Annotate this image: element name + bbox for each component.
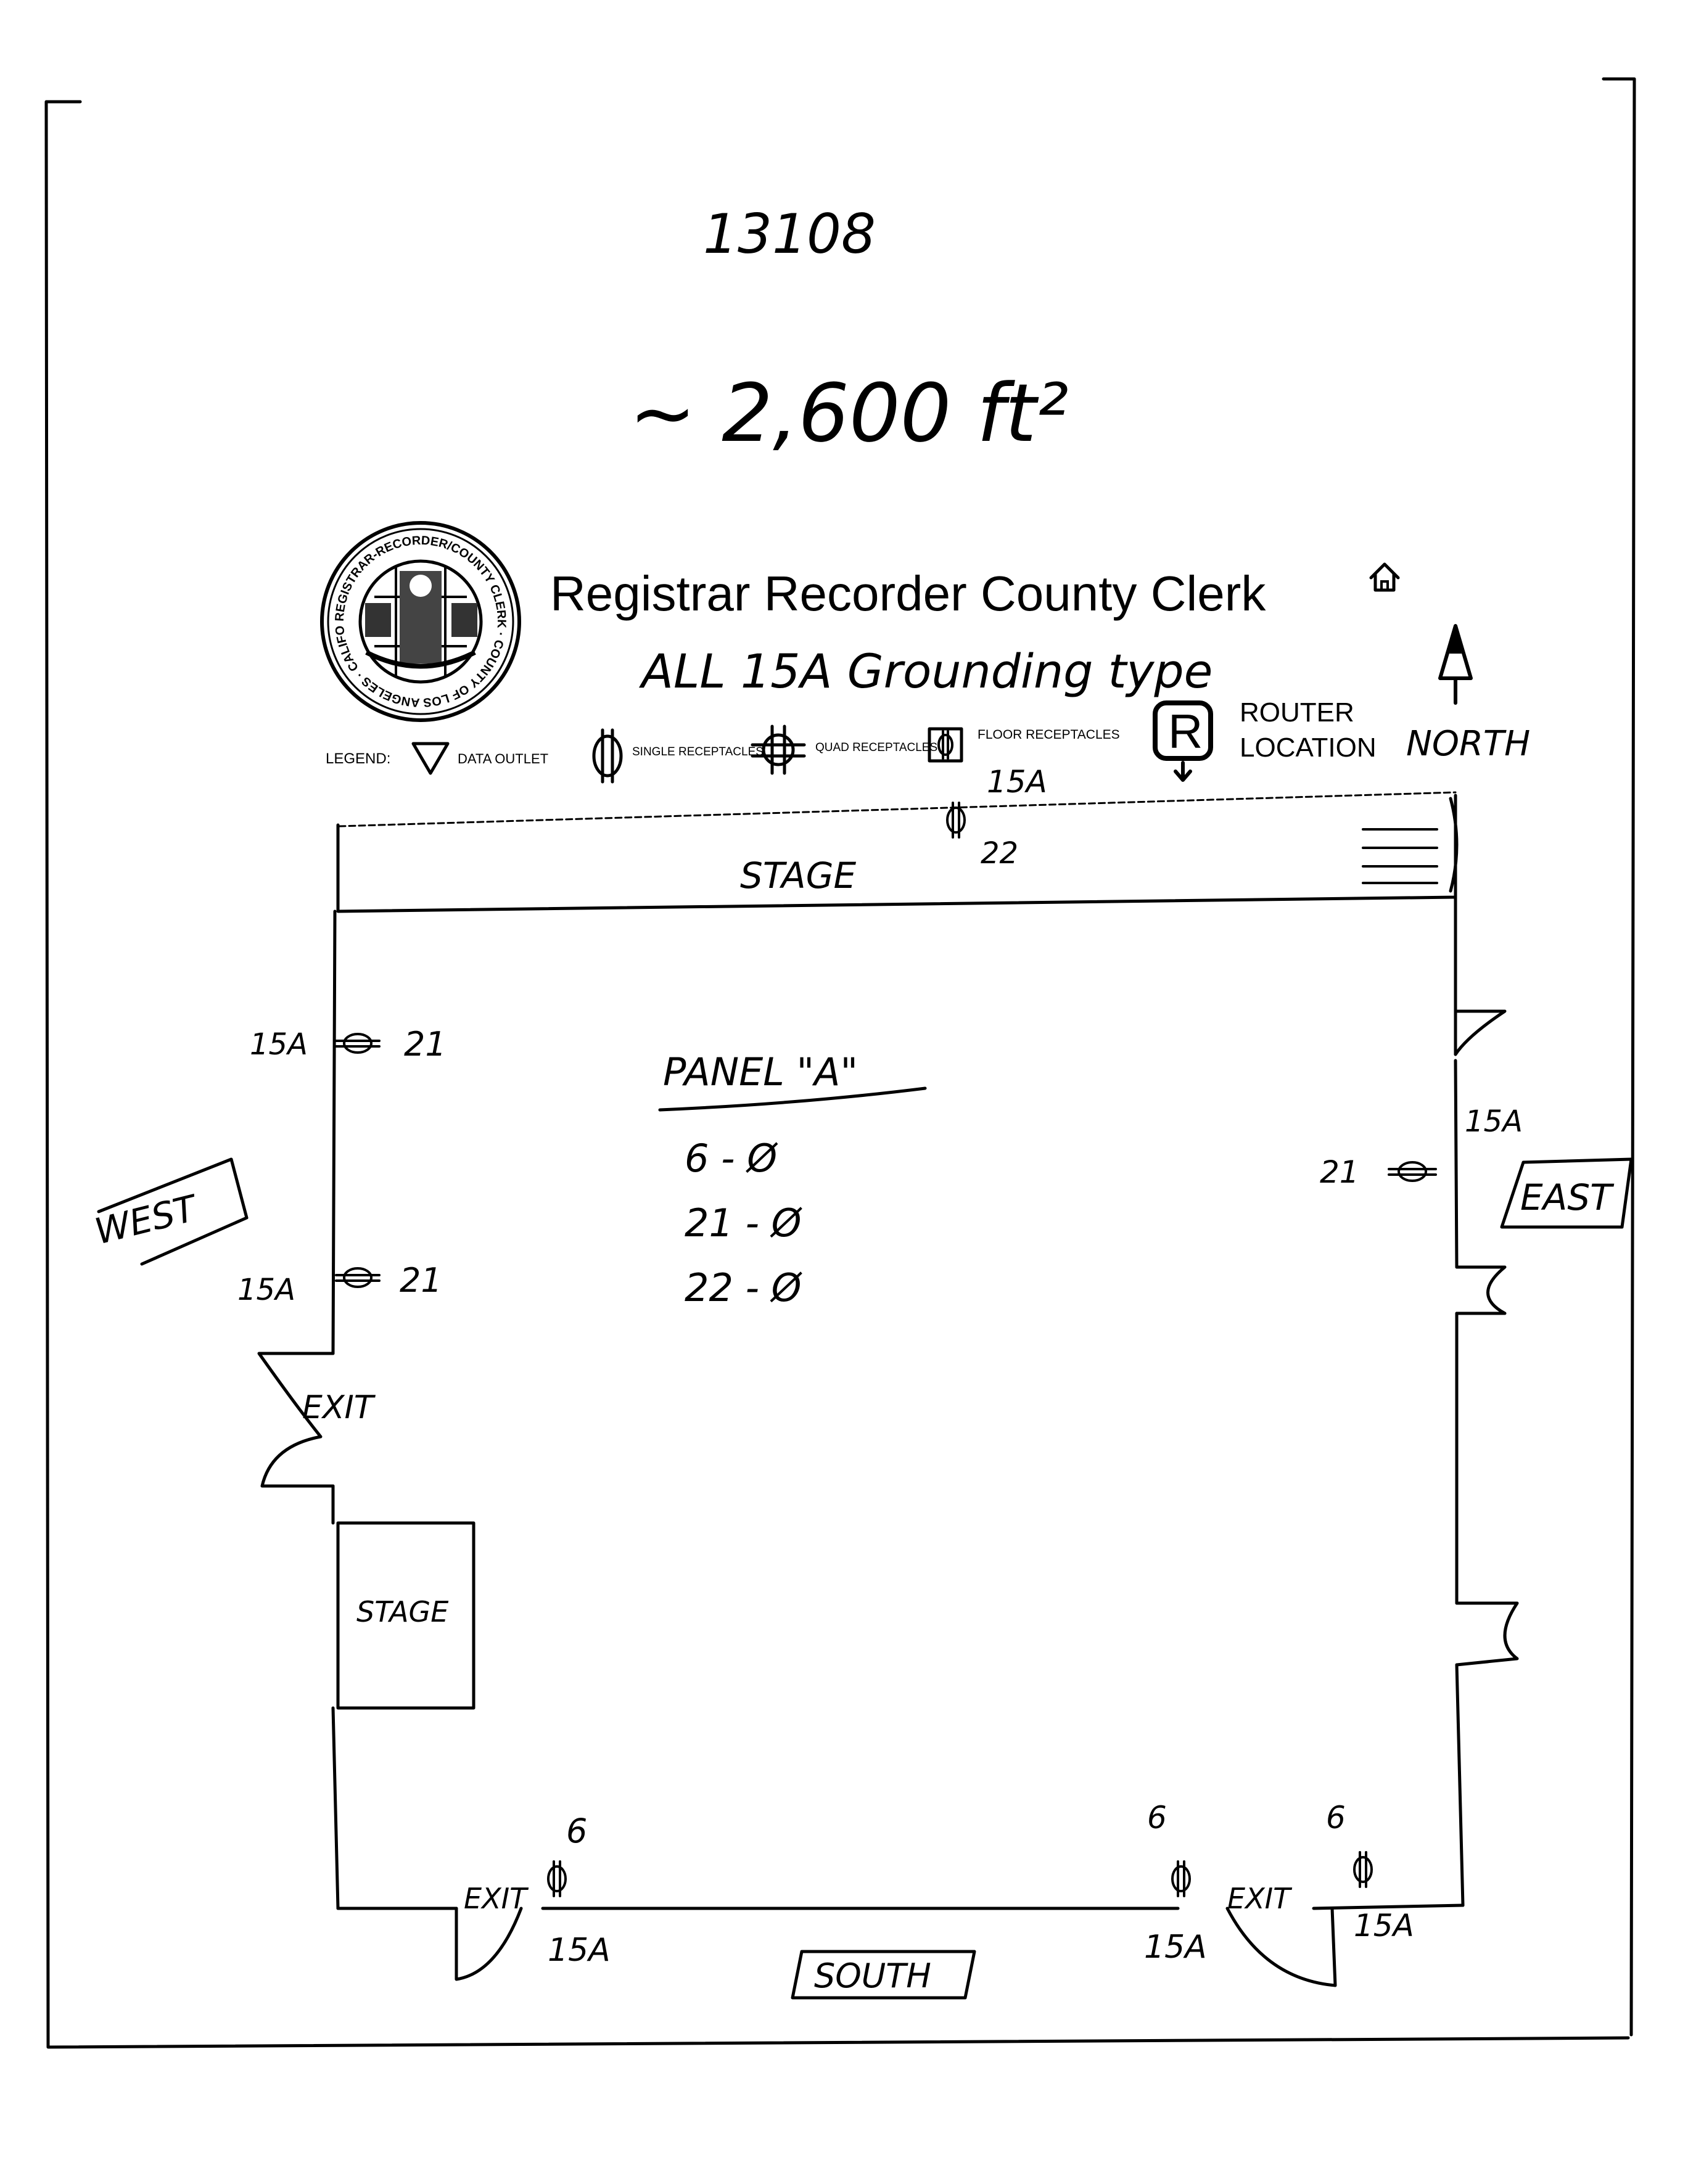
router-label-line2: LOCATION (1240, 733, 1377, 763)
outlet-top-amp: 15A (987, 764, 1047, 800)
outlet-east-amp: 15A (1465, 1104, 1523, 1139)
data-outlet-icon (411, 742, 450, 775)
document-number: 13108 (703, 202, 876, 266)
outlet-top: 15A 22 (946, 764, 1047, 871)
area-note: ~ 2,600 ft² (629, 366, 1069, 460)
outlet-south-1-amp: 15A (548, 1932, 611, 1969)
outlet-south-3-amp: 15A (1354, 1908, 1414, 1944)
single-receptacle-icon (1353, 1851, 1373, 1888)
west-label: WEST (91, 1186, 203, 1252)
outlet-south-3-circuit: 6 (1326, 1800, 1346, 1836)
sheet-border (44, 77, 1636, 2049)
outlet-west-1-circuit: 21 (404, 1025, 447, 1064)
single-receptacle-icon (592, 728, 623, 784)
single-receptacle-icon (547, 1860, 567, 1897)
outlet-south-3: 6 15A (1326, 1800, 1414, 1944)
router-location-icon: R (1153, 700, 1213, 782)
outlet-south-2: 6 15A (1144, 1800, 1207, 1966)
outlet-top-circuit: 22 (981, 836, 1018, 871)
home-icon (1369, 562, 1400, 592)
south-label: SOUTH (814, 1956, 931, 1995)
floor-plan: STAGE EXIT STAGE EXIT EXIT WEST (91, 764, 1633, 2000)
panel-a-schedule: PANEL "A" 6 - Ø 21 - Ø 22 - Ø (658, 1049, 927, 1310)
grounding-note: ALL 15A Grounding type (638, 644, 1212, 699)
east-label-box: EAST (1500, 1157, 1633, 1229)
south-label-box: SOUTH (791, 1950, 976, 2000)
router-letter: R (1168, 704, 1203, 758)
quad-receptacle-icon (751, 725, 806, 775)
outlet-south-1: 6 15A (547, 1812, 611, 1969)
west-label-box: WEST (91, 1157, 249, 1266)
legend-label: LEGEND: (326, 750, 390, 767)
outlet-west-2: 15A 21 (237, 1261, 442, 1307)
exit-south-left-label: EXIT (464, 1882, 529, 1915)
legend-quad-receptacle: QUAD RECEPTACLES (815, 741, 937, 754)
panel-row-2: 21 - Ø (685, 1201, 803, 1246)
legend-single-receptacle: SINGLE RECEPTACLES (632, 745, 764, 758)
panel-title: PANEL "A" (663, 1049, 858, 1094)
outlet-east-circuit: 21 (1320, 1154, 1359, 1190)
single-receptacle-icon (1388, 1161, 1437, 1182)
north-arrow-icon (1438, 624, 1473, 705)
east-label: EAST (1520, 1176, 1615, 1218)
org-title: Registrar Recorder County Clerk (550, 566, 1266, 621)
stage-west-label: STAGE (356, 1595, 448, 1628)
county-seal: REGISTRAR-RECORDER/COUNTY CLERK · COUNTY… (320, 521, 521, 722)
single-receptacle-icon (335, 1033, 381, 1054)
panel-row-1: 6 - Ø (685, 1136, 778, 1181)
outlet-south-2-circuit: 6 (1147, 1800, 1167, 1836)
floor-receptacle-icon (928, 727, 963, 763)
outlet-south-2-amp: 15A (1144, 1929, 1207, 1966)
panel-row-3: 22 - Ø (685, 1265, 803, 1310)
router-label-line1: ROUTER (1240, 697, 1354, 728)
outlet-south-1-circuit: 6 (566, 1812, 587, 1850)
outlet-east: 15A 21 (1320, 1104, 1523, 1190)
stage-top: STAGE (336, 794, 1459, 913)
legend: LEGEND: DATA OUTLET SINGLE RECEPTACLES Q… (326, 697, 1377, 784)
single-receptacle-icon (946, 802, 966, 839)
single-receptacle-icon (335, 1267, 381, 1288)
exit-south-right-label: EXIT (1227, 1882, 1293, 1915)
single-receptacle-icon (1171, 1860, 1191, 1897)
legend-data-outlet: DATA OUTLET (458, 751, 548, 766)
outlet-west-2-circuit: 21 (400, 1261, 442, 1300)
outlet-west-1-amp: 15A (250, 1027, 308, 1062)
legend-floor-receptacle: FLOOR RECEPTACLES (978, 728, 1120, 742)
north-label: NORTH (1406, 724, 1530, 764)
outlet-west-2-amp: 15A (237, 1273, 295, 1307)
stage-west: STAGE (336, 1521, 476, 1710)
exit-west-label: EXIT (302, 1389, 376, 1426)
stage-top-label: STAGE (740, 855, 857, 897)
outlet-west-1: 15A 21 (250, 1025, 447, 1064)
